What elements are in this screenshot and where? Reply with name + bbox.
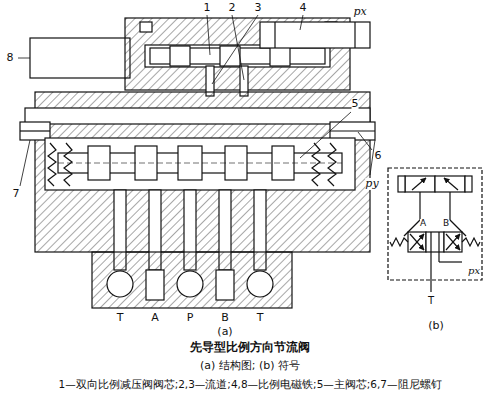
port-name: px (468, 265, 480, 276)
port-name: T (257, 312, 264, 324)
callout-number: 1 (204, 2, 211, 14)
callout-number: 6 (375, 150, 382, 162)
port-name: P (187, 312, 194, 324)
figure-caption: (a) 结构图; (b) 符号 (200, 360, 300, 372)
solenoid-8 (30, 38, 130, 78)
figure-label: (b) (428, 320, 444, 332)
callout-number: 5 (352, 98, 359, 110)
damping-screw-7 (20, 122, 50, 140)
solenoid-4 (260, 22, 370, 48)
legend-key: 1—双向比例减压阀阀芯;2,3—流道;4,8—比例电磁铁;5—主阀芯;6,7—阻… (58, 379, 441, 391)
port-name: B (221, 312, 229, 324)
port-name: py (365, 178, 378, 190)
valve-symbol (388, 168, 482, 280)
callout-number: 7 (13, 188, 20, 200)
figure-label: (a) (217, 326, 232, 338)
port-block (92, 252, 292, 308)
port-name: px (353, 6, 366, 18)
port-name: T (117, 312, 124, 324)
callout-number: 8 (7, 52, 14, 64)
port-name: B (443, 219, 449, 229)
port-name: A (151, 312, 159, 324)
port-name: A (420, 219, 426, 229)
callout-number: 3 (255, 2, 262, 14)
callout-number: 4 (300, 2, 307, 14)
figure-title: 先导型比例方向节流阀 (190, 341, 310, 354)
callout-number: 2 (229, 2, 236, 14)
port-name: T (428, 295, 434, 306)
